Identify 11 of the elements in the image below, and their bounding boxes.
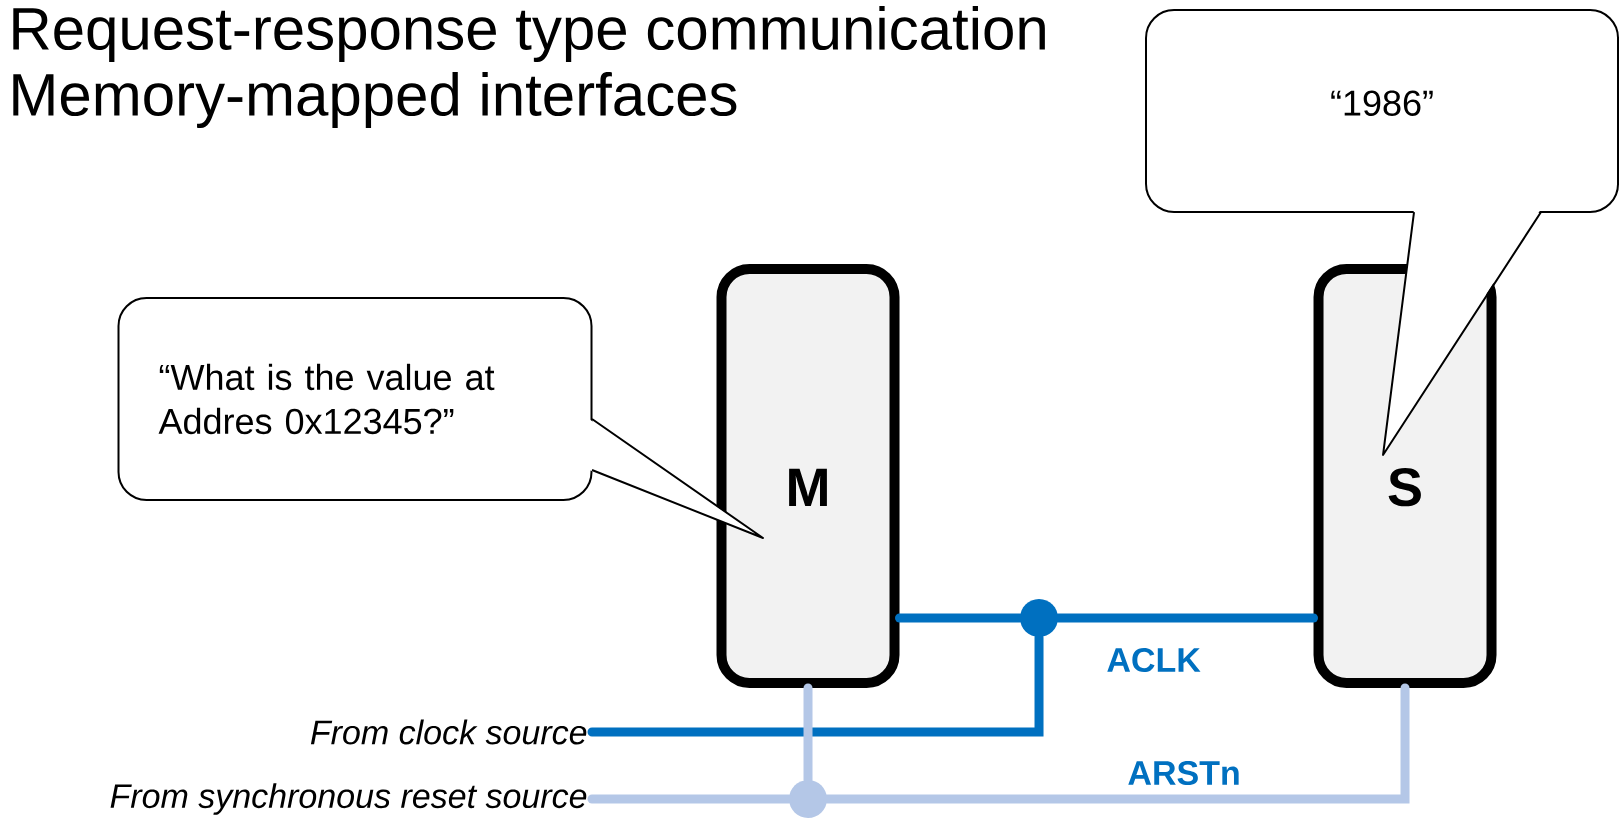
junction-dot	[789, 780, 827, 818]
signal-source-text: From clock source	[310, 719, 587, 745]
signal-label: ACLK	[1107, 647, 1201, 673]
signal-label: ARSTn	[1128, 760, 1239, 786]
speech-bubble: “1986”	[1145, 9, 1619, 456]
junction-dot	[1020, 599, 1058, 637]
speech-bubble: “What is the value at Addres 0x12345?”	[117, 297, 764, 539]
heading: Request-response type communication	[13, 6, 1045, 62]
signal-source-text: From synchronous reset source	[110, 783, 587, 815]
heading: Memory-mapped interfaces	[13, 72, 737, 128]
module-box: M	[716, 264, 900, 688]
